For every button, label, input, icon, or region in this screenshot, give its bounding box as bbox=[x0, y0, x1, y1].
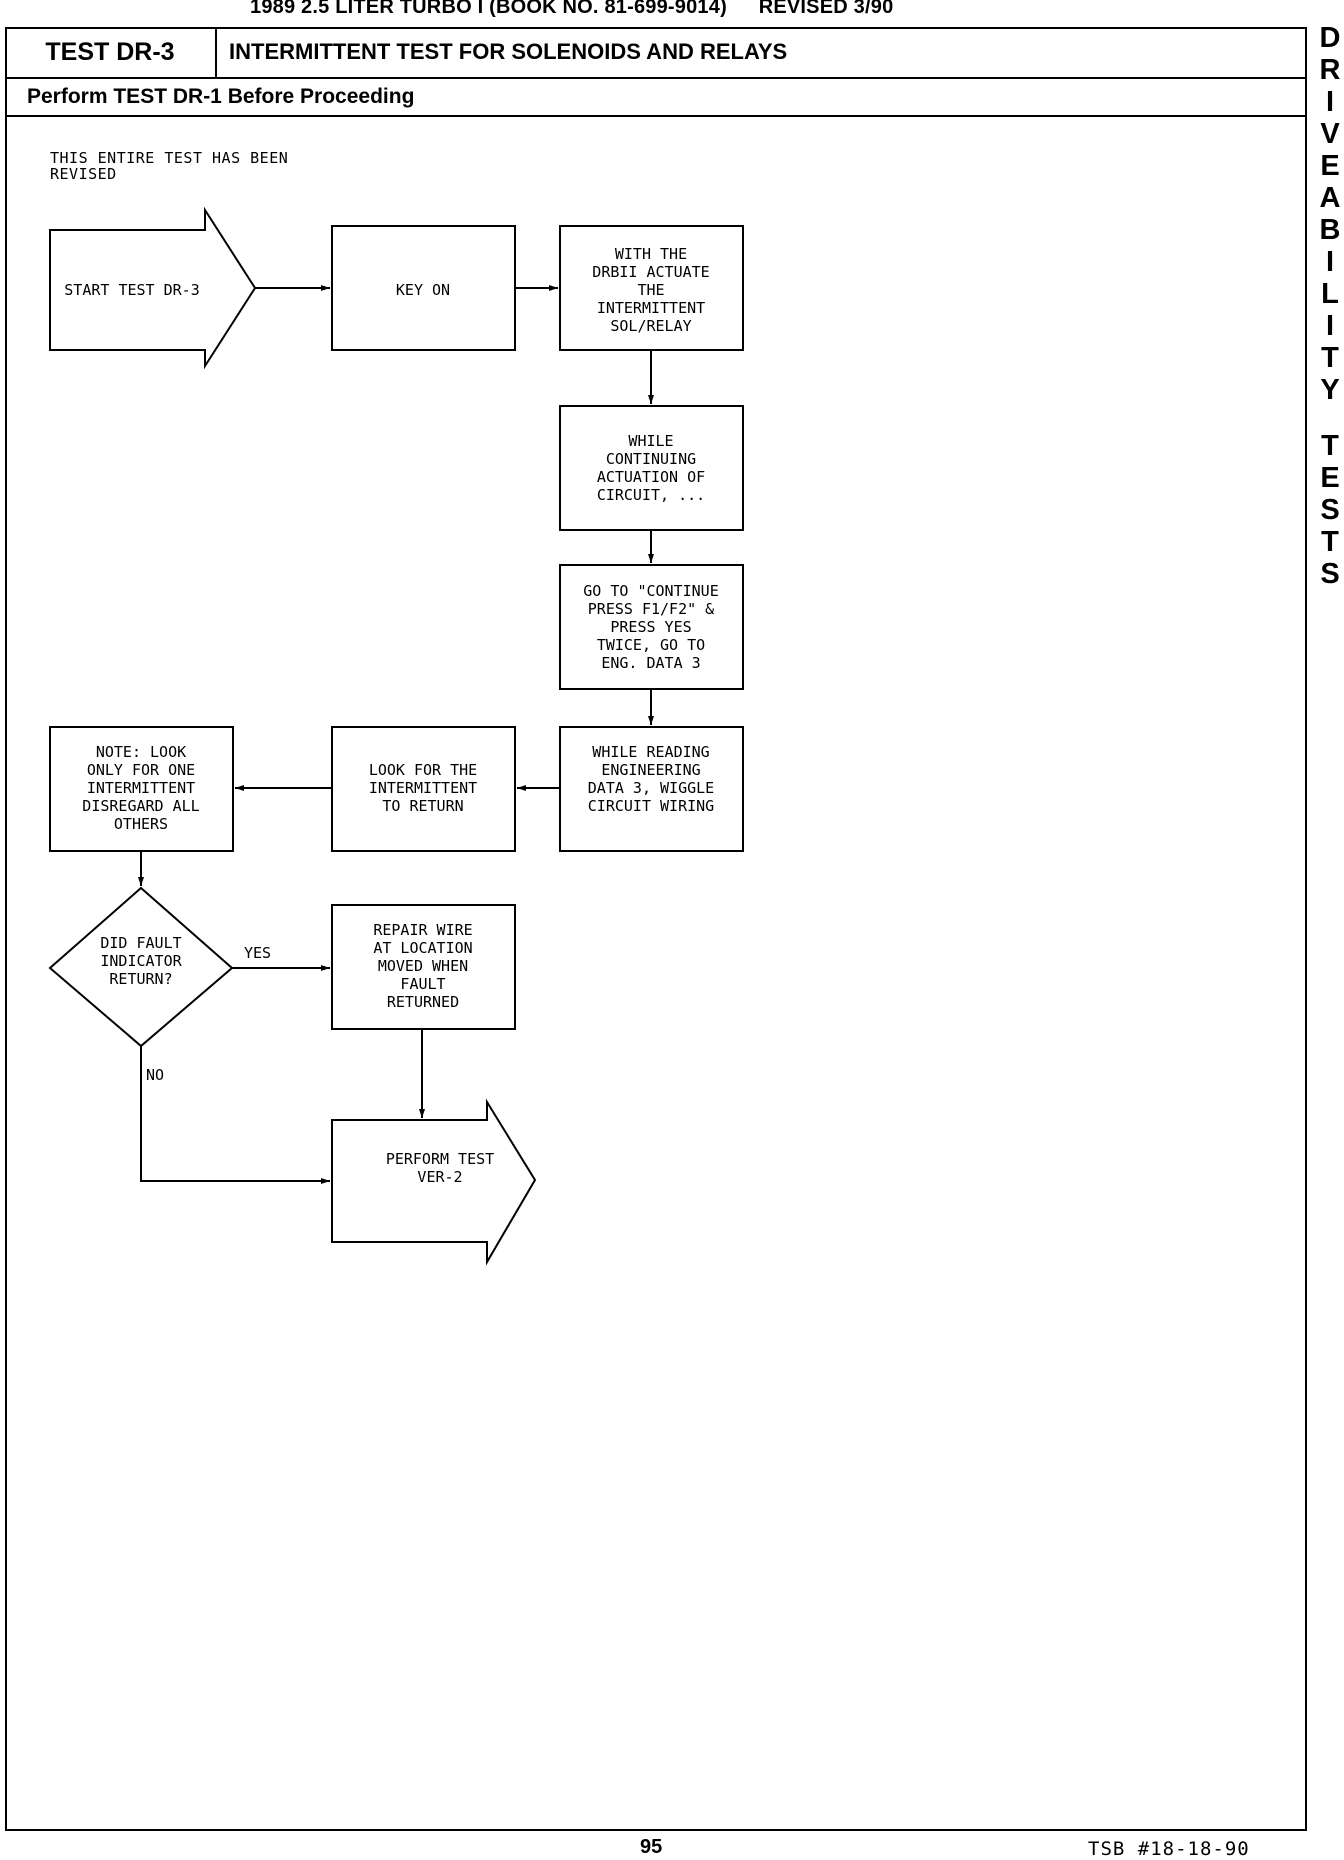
tsb-reference: TSB #18-18-90 bbox=[1088, 1838, 1250, 1860]
side-tab-word1-letter: I bbox=[1325, 310, 1335, 342]
no-label: NO bbox=[146, 1066, 164, 1084]
test-id: TEST DR-3 bbox=[5, 27, 217, 77]
test-title-row: TEST DR-3 INTERMITTENT TEST FOR SOLENOID… bbox=[5, 27, 1307, 79]
key-on-label: KEY ON bbox=[396, 281, 450, 299]
side-tab-word1-letter: A bbox=[1319, 182, 1341, 214]
side-tab-word1-letter: I bbox=[1325, 246, 1335, 278]
page-frame bbox=[5, 27, 1307, 1831]
connector-decision-no bbox=[140, 1046, 330, 1184]
repair-box bbox=[331, 904, 516, 1030]
revision-date: REVISED 3/90 bbox=[758, 0, 894, 18]
side-tab-word1-letter: B bbox=[1319, 214, 1341, 246]
document-header: 1989 2.5 LITER TURBO I (BOOK NO. 81-699-… bbox=[250, 0, 1150, 22]
page-number: 95 bbox=[640, 1836, 663, 1858]
test-title: INTERMITTENT TEST FOR SOLENOIDS AND RELA… bbox=[229, 39, 788, 64]
prerequisite-instruction: Perform TEST DR-1 Before Proceeding bbox=[5, 79, 1307, 117]
side-tab-word2-letter: E bbox=[1320, 462, 1340, 494]
perform-arrow-shape bbox=[331, 1098, 537, 1266]
start-label: START TEST DR-3 bbox=[64, 281, 199, 299]
side-tab-word2-letter: S bbox=[1320, 558, 1340, 590]
side-tab-word2-letter: T bbox=[1321, 430, 1339, 462]
yes-label: YES bbox=[244, 944, 271, 962]
side-tab-word1-letter: D bbox=[1319, 22, 1341, 54]
side-tab-word1-letter: T bbox=[1321, 342, 1339, 374]
side-tab-word1-letter: Y bbox=[1320, 374, 1340, 406]
side-tab-word1-letter: L bbox=[1321, 278, 1339, 310]
side-tab-word2-letter: S bbox=[1320, 494, 1340, 526]
document-title: 1989 2.5 LITER TURBO I (BOOK NO. 81-699-… bbox=[250, 0, 727, 18]
side-tab-word2-letter: T bbox=[1321, 526, 1339, 558]
start-arrow-shape bbox=[49, 206, 257, 370]
side-tab-word1-letter: I bbox=[1325, 86, 1335, 118]
side-tab-word1-letter: R bbox=[1319, 54, 1341, 86]
revision-note: THIS ENTIRE TEST HAS BEEN REVISED bbox=[50, 149, 289, 183]
side-tab-word1-letter: V bbox=[1320, 118, 1340, 150]
side-tab-word1-letter: E bbox=[1320, 150, 1340, 182]
